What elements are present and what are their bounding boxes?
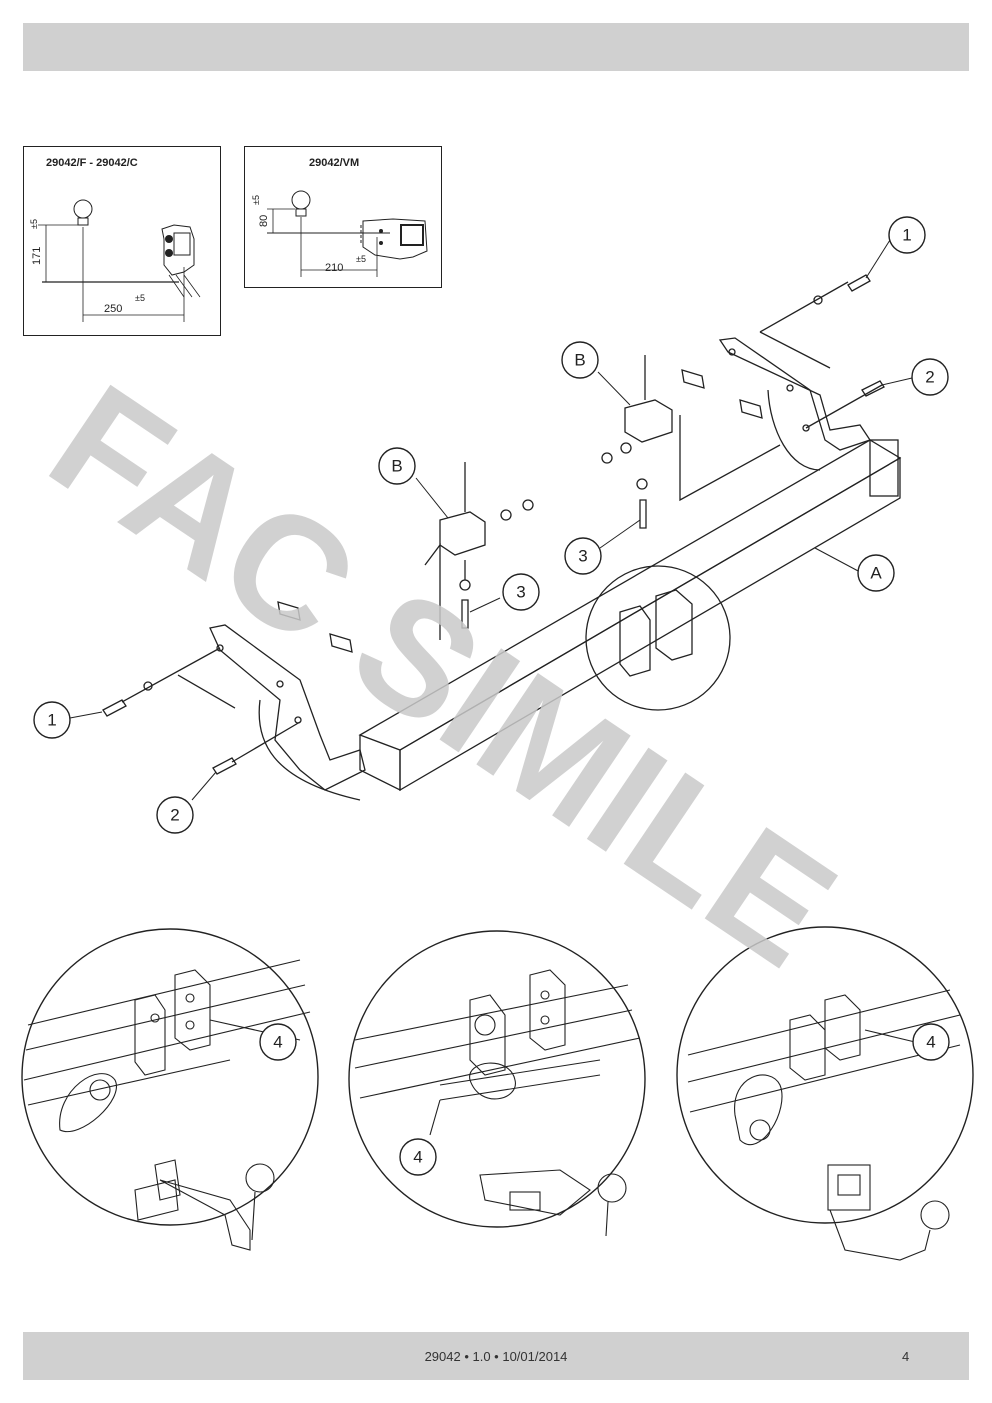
callout-4-detail-3: 4 <box>926 1033 935 1052</box>
callout-3-left: 3 <box>516 583 525 602</box>
dimension-diagram-vm: 29042/VM 80 ±5 210 ±5 <box>244 146 442 288</box>
length-tolerance: ±5 <box>135 293 145 303</box>
watermark-text: FAC SIMILE <box>21 350 865 1000</box>
callout-3-right: 3 <box>578 547 587 566</box>
dimension-drawing: 171 ±5 250 ±5 <box>29 199 201 322</box>
callout-1-left: 1 <box>47 711 56 730</box>
length-tolerance: ±5 <box>356 254 366 264</box>
callout-1-right: 1 <box>902 226 911 245</box>
footer-bar <box>23 1332 969 1380</box>
length-value: 210 <box>325 262 343 274</box>
height-value: 80 <box>258 215 270 227</box>
height-value: 171 <box>31 247 43 265</box>
callout-b-left: B <box>391 457 402 476</box>
callout-b-right: B <box>574 351 585 370</box>
callout-2-left: 2 <box>170 806 179 825</box>
diagram-title: 29042/F - 29042/C <box>46 157 138 169</box>
dimension-drawing: 80 ±5 210 ±5 <box>251 190 428 277</box>
diagram-title: 29042/VM <box>309 157 360 169</box>
page-number: 4 <box>902 1349 910 1364</box>
document-reference: 29042 • 1.0 • 10/01/2014 <box>424 1349 568 1364</box>
height-tolerance: ±5 <box>251 195 261 205</box>
callout-2-right: 2 <box>925 368 934 387</box>
detail-circle-2 <box>348 930 646 1228</box>
callout-4-detail-1: 4 <box>273 1033 282 1052</box>
callout-4-detail-2: 4 <box>413 1148 422 1167</box>
detail-circle-1 <box>21 928 319 1226</box>
detail-circle-3 <box>676 926 974 1224</box>
height-tolerance: ±5 <box>29 219 39 229</box>
dimension-diagram-f-c: 29042/F - 29042/C 171 ±5 250 ±5 <box>23 146 221 336</box>
header-bar <box>23 23 969 71</box>
length-value: 250 <box>104 303 122 315</box>
callout-a: A <box>870 564 882 583</box>
